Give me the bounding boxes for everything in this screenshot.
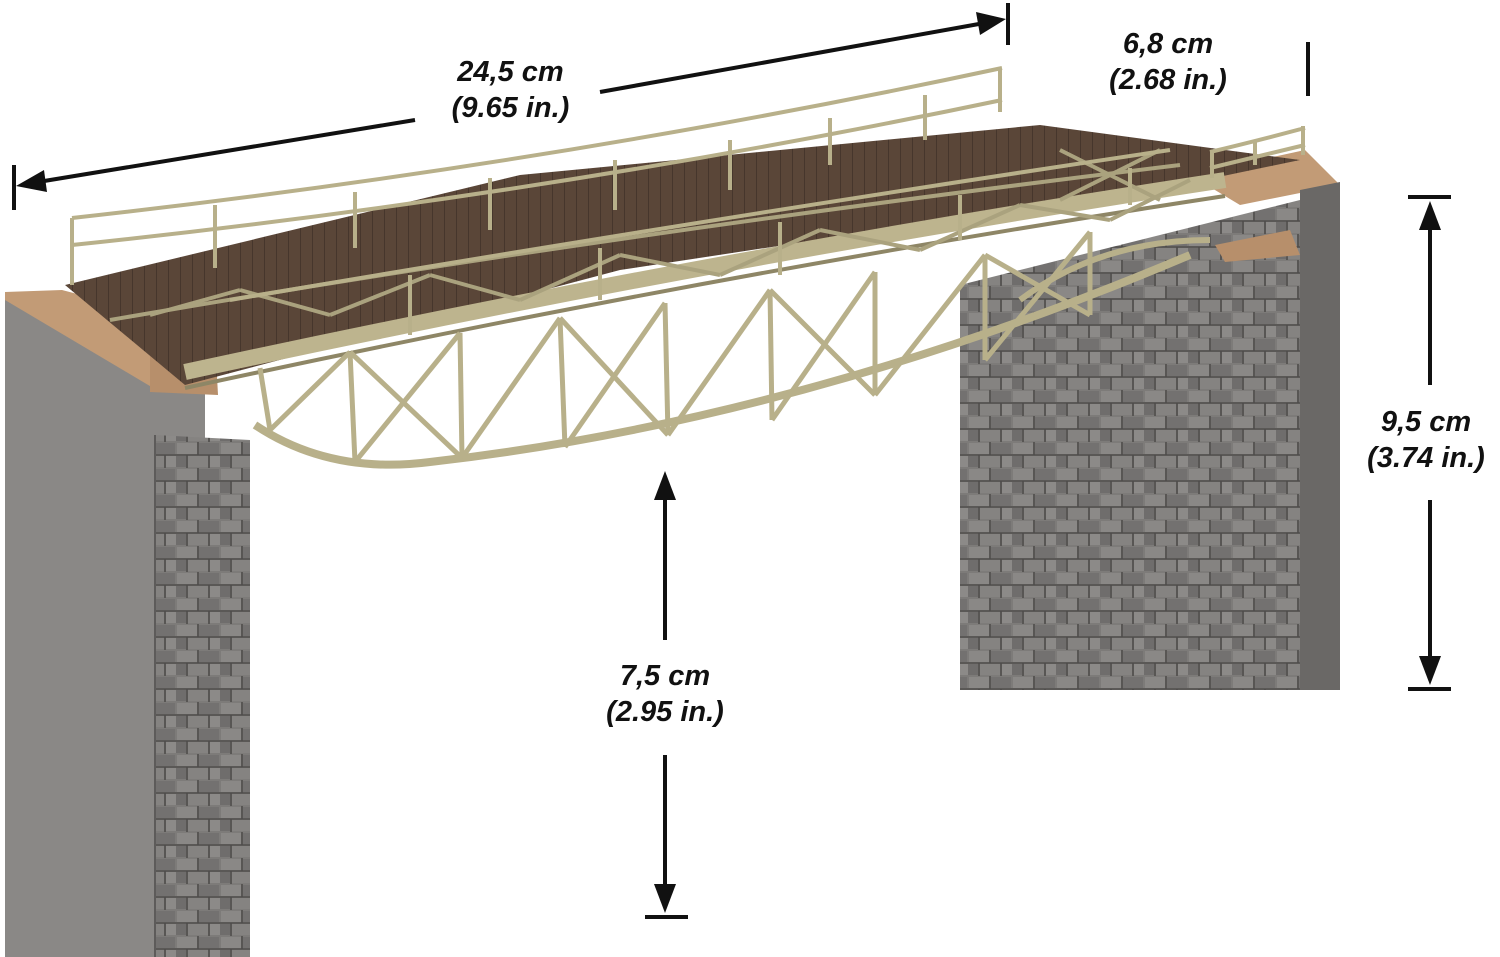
height-dimension: [1408, 195, 1451, 691]
near-railing: [229, 126, 1306, 335]
clearance-imperial: (2.95 in.): [606, 696, 724, 728]
width-imperial: (2.68 in.): [1109, 64, 1227, 96]
right-pier-side: [1300, 182, 1340, 690]
left-pier-brick-side: [155, 435, 250, 957]
far-railing: [70, 66, 1003, 285]
bridge-truss: [65, 66, 1306, 469]
bottom-chord: [252, 251, 1192, 469]
near-top-chord: [183, 172, 1227, 380]
length-arrowhead-left: [16, 170, 47, 192]
length-label: 24,5 cm (9.65 in.): [418, 54, 603, 126]
height-imperial: (3.74 in.): [1367, 442, 1485, 474]
length-arrow-line-right: [599, 20, 991, 94]
clearance-metric: 7,5 cm: [619, 660, 711, 692]
clearance-dimension: [645, 471, 688, 919]
length-metric: 24,5 cm: [457, 56, 564, 88]
right-pier: [960, 150, 1340, 690]
height-arrowhead-bottom: [1419, 656, 1441, 685]
length-dimension: [12, 3, 1010, 210]
height-arrowhead-top: [1419, 201, 1441, 230]
truss-members: [257, 230, 1093, 464]
left-pier: [5, 290, 250, 957]
right-pier-ledge: [1215, 230, 1300, 262]
width-metric: 6,8 cm: [1122, 28, 1214, 60]
height-label: 9,5 cm (3.74 in.): [1352, 404, 1500, 476]
clearance-arrowhead-top: [654, 471, 676, 500]
length-arrowhead-right: [976, 12, 1006, 35]
height-metric: 9,5 cm: [1380, 406, 1472, 438]
width-label: 6,8 cm (2.68 in.): [1088, 26, 1248, 98]
length-arrow-line-left: [31, 118, 416, 185]
clearance-arrowhead-bottom: [654, 884, 676, 913]
length-imperial: (9.65 in.): [451, 92, 570, 124]
clearance-label: 7,5 cm (2.95 in.): [580, 658, 750, 730]
right-pier-brick-face: [960, 190, 1340, 690]
right-bearing-bracket: [1018, 237, 1211, 303]
